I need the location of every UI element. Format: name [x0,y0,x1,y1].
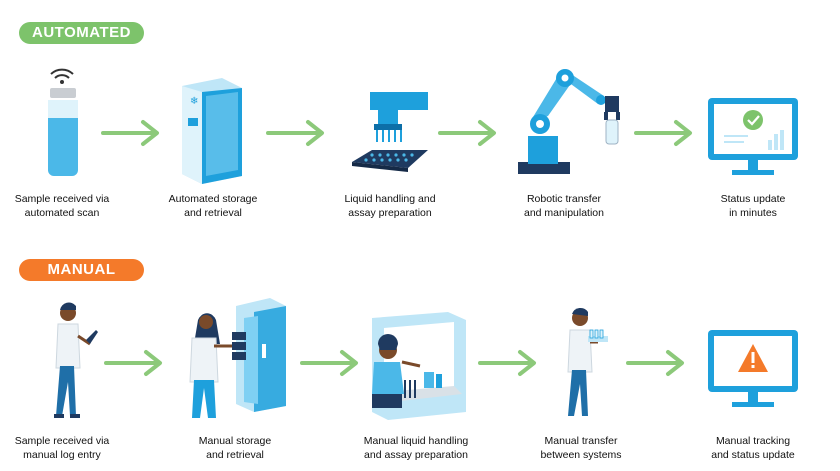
manual-badge: MANUAL [19,259,144,281]
status-monitor-warning-icon [708,330,798,407]
arrow-icon [626,350,684,376]
arrow-icon [634,120,692,146]
person-laptop-icon [54,302,98,418]
caption-line: Automated storage [168,193,258,205]
caption-line: and assay preparation [364,449,468,461]
caption-line: Sample received via [14,193,110,205]
manual-step-caption: Manual tracking and status update [683,434,823,462]
automated-step-caption: Status update in minutes [683,192,823,220]
liquid-handler-icon [352,92,428,172]
caption-line: Status update [720,193,786,205]
caption-line: Liquid handling and [344,193,436,205]
arrow-icon [438,120,496,146]
person-freezer-icon [189,298,286,418]
sample-vial-icon [48,68,78,176]
caption-line: Sample received via [14,435,110,447]
manual-step-caption: Sample received via manual log entry [0,434,132,462]
person-transfer-icon [567,307,608,416]
arrow-icon [300,350,358,376]
caption-line: assay preparation [348,207,432,219]
caption-line: Robotic transfer [526,193,602,205]
manual-step-caption: Manual storage and retrieval [165,434,305,462]
manual-step-caption: Manual liquid handling and assay prepara… [346,434,486,462]
automated-step-caption: Robotic transfer and manipulation [494,192,634,220]
caption-line: Manual liquid handling [363,435,469,447]
arrow-icon [266,120,324,146]
person-hood-icon [372,312,466,420]
automated-step-caption: Sample received via automated scan [0,192,132,220]
caption-line: Manual storage [198,435,272,447]
automated-step-caption: Liquid handling and assay preparation [320,192,460,220]
manual-step-caption: Manual transfer between systems [511,434,651,462]
caption-line: Manual transfer [544,435,618,447]
caption-line: and status update [711,449,795,461]
arrow-icon [101,120,159,146]
caption-line: manual log entry [23,449,101,461]
caption-line: automated scan [24,207,100,219]
automated-badge: AUTOMATED [19,22,144,44]
caption-line: Manual tracking [715,435,791,447]
status-monitor-check-icon [708,98,798,175]
robotic-arm-icon [518,69,620,174]
arrow-icon [478,350,536,376]
arrow-icon [104,350,162,376]
caption-line: and retrieval [206,449,264,461]
caption-line: between systems [540,449,622,461]
caption-line: and manipulation [524,207,604,219]
automated-step-caption: Automated storage and retrieval [143,192,283,220]
automated-freezer-icon: ❄ [182,78,242,184]
svg-text:❄: ❄ [190,96,198,107]
caption-line: and retrieval [184,207,242,219]
caption-line: in minutes [729,207,777,219]
